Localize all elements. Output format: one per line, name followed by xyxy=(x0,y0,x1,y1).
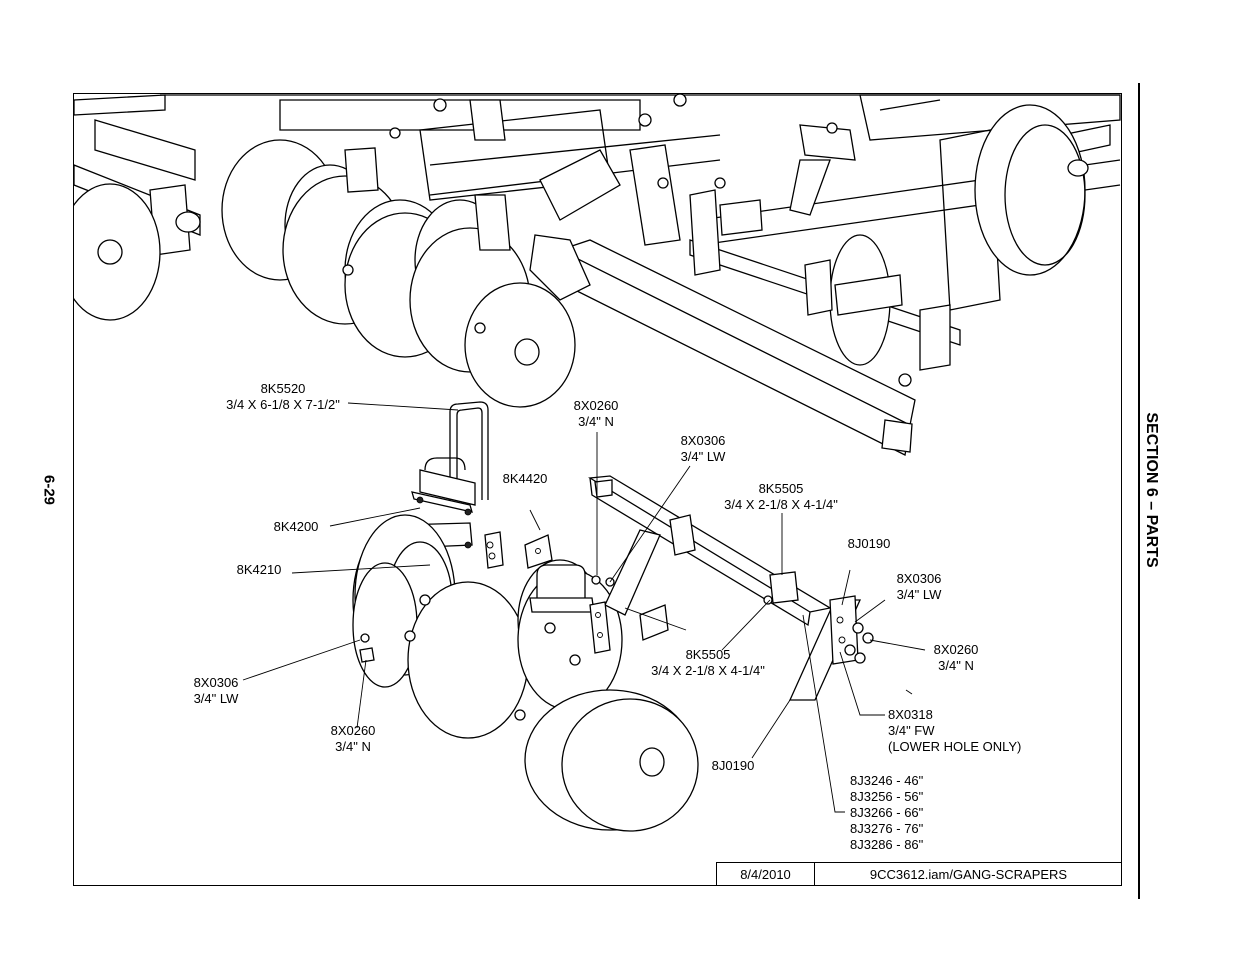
u-bolt-8k5520 xyxy=(449,401,489,500)
part-length-option: 8J3256 - 56" xyxy=(850,789,924,804)
part-description: 3/4" FW xyxy=(888,723,935,738)
part-number: 8K4420 xyxy=(502,471,548,486)
title-block-date: 8/4/2010 xyxy=(716,862,814,886)
part-description: 3/4 X 2-1/8 X 4-1/4" xyxy=(651,663,765,678)
callout-8k4210: 8K4210 xyxy=(237,562,282,578)
left-frame xyxy=(74,94,201,321)
part-number: 8X0260 xyxy=(573,398,619,413)
drawing-frame xyxy=(73,93,1122,886)
part-number: 8X0306 xyxy=(896,571,942,586)
title-block-file: 9CC3612.iam/GANG-SCRAPERS xyxy=(814,862,1122,886)
clamp-8k4200 xyxy=(411,457,476,516)
part-number: 8K5520 xyxy=(260,381,306,396)
part-number: 8K4200 xyxy=(273,519,319,534)
callout-8x0318: 8X0318 3/4" FW (LOWER HOLE ONLY) xyxy=(888,707,1021,755)
scraper-bar-assembly xyxy=(588,475,874,701)
callout-8x0306-top: 8X0306 3/4" LW xyxy=(681,433,726,465)
callout-8x0306-left: 8X0306 3/4" LW xyxy=(194,675,239,707)
scraper-blade-8k4420 xyxy=(524,534,553,569)
callout-8k5505-mid: 8K5505 3/4 X 2-1/8 X 4-1/4" xyxy=(651,647,765,679)
callout-8j32xx-list: 8J3246 - 46" 8J3256 - 56" 8J3266 - 66" 8… xyxy=(850,773,923,853)
callout-8k5505-top: 8K5505 3/4 X 2-1/8 X 4-1/4" xyxy=(724,481,838,513)
part-number: 8X0318 xyxy=(888,707,933,722)
callout-8k4200: 8K4200 xyxy=(274,519,319,535)
part-number: 8X0306 xyxy=(193,675,239,690)
part-description: 3/4" N xyxy=(938,658,974,673)
part-number: 8J0190 xyxy=(847,536,891,551)
lower-left-discs xyxy=(352,514,699,832)
diagonal-tube xyxy=(529,149,916,456)
part-number: 8K5505 xyxy=(758,481,804,496)
part-description: 3/4" N xyxy=(578,414,614,429)
part-length-option: 8J3266 - 66" xyxy=(850,805,924,820)
upper-gang-discs xyxy=(221,104,1089,408)
part-number: 8X0306 xyxy=(680,433,726,448)
part-description: 3/4" LW xyxy=(193,691,239,706)
callout-8x0306-right: 8X0306 3/4" LW xyxy=(897,571,942,603)
callout-8k4420: 8K4420 xyxy=(503,471,548,487)
part-description: 3/4" LW xyxy=(680,449,726,464)
part-length-option: 8J3246 - 46" xyxy=(850,773,924,788)
part-number: 8J0190 xyxy=(711,758,755,773)
callout-8x0260-top: 8X0260 3/4" N xyxy=(574,398,619,430)
part-note: (LOWER HOLE ONLY) xyxy=(888,739,1022,754)
section-rule xyxy=(1138,83,1140,899)
main-frame xyxy=(160,94,1121,371)
part-number: 8K5505 xyxy=(685,647,731,662)
part-description: 3/4" LW xyxy=(896,587,942,602)
callout-8j0190-bottom: 8J0190 xyxy=(712,758,755,774)
upper-hardware xyxy=(342,94,912,387)
callout-8j0190-top: 8J0190 xyxy=(848,536,891,552)
part-length-option: 8J3286 - 86" xyxy=(850,837,924,852)
part-number: 8X0260 xyxy=(330,723,376,738)
callout-8x0260-left: 8X0260 3/4" N xyxy=(331,723,376,755)
part-description: 3/4 X 2-1/8 X 4-1/4" xyxy=(724,497,838,512)
callout-8k5520: 8K5520 3/4 X 6-1/8 X 7-1/2" xyxy=(226,381,340,413)
leader-lines xyxy=(242,402,926,813)
part-description: 3/4 X 6-1/8 X 7-1/2" xyxy=(226,397,340,412)
part-length-option: 8J3276 - 76" xyxy=(850,821,924,836)
part-number: 8X0260 xyxy=(933,642,979,657)
callout-8x0260-right: 8X0260 3/4" N xyxy=(934,642,979,674)
part-number: 8K4210 xyxy=(236,562,282,577)
part-description: 3/4" N xyxy=(335,739,371,754)
